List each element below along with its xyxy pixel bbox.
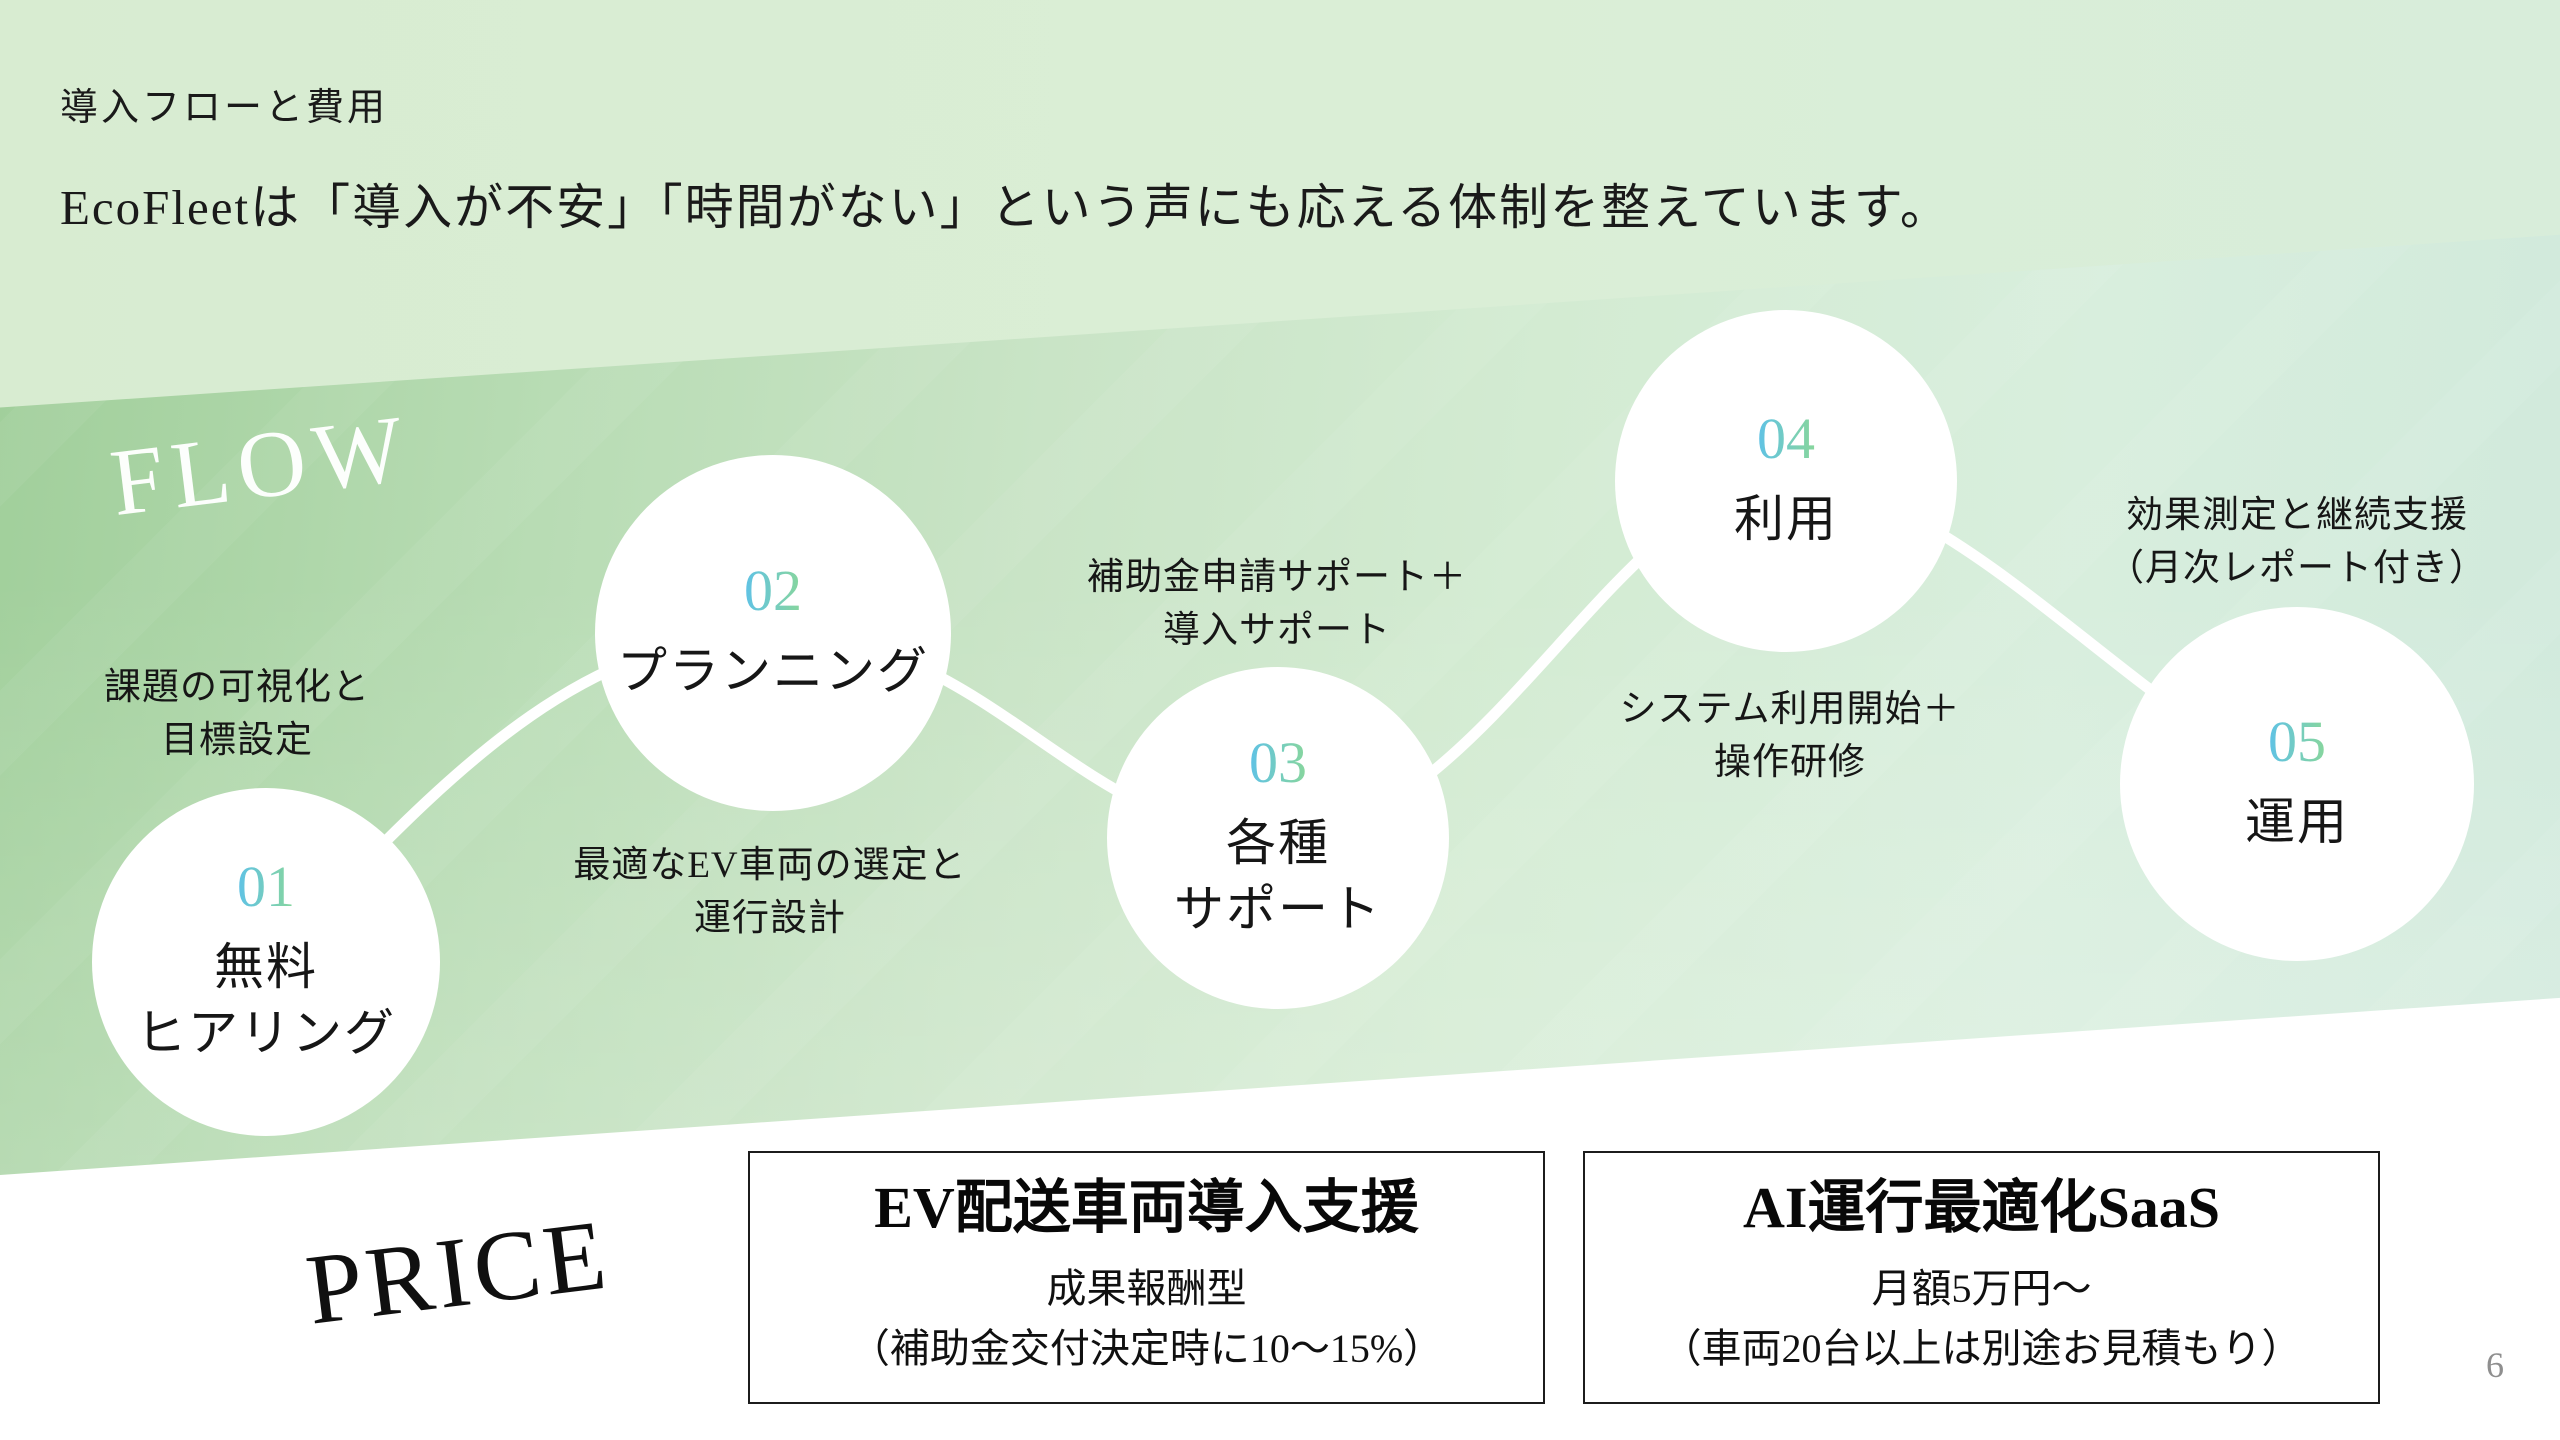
flow-step-circle-01: 01 無料 ヒアリング [92, 788, 440, 1136]
step-title: 運用 [2245, 794, 2349, 850]
step-title: 各種 サポート [1174, 815, 1382, 937]
step-title: プランニング [617, 643, 929, 699]
step-number: 03 [1249, 730, 1307, 795]
price-card-ai-saas: AI運行最適化SaaS 月額5万円～ （車両20台以上は別途お見積もり） [1583, 1151, 2380, 1404]
flow-step-circle-05: 05 運用 [2120, 607, 2474, 961]
flow-step-circle-03: 03 各種 サポート [1107, 667, 1449, 1009]
step-note-03: 補助金申請サポート＋ 導入サポート [1087, 557, 1467, 651]
price-card-line: 月額5万円～ [1871, 1266, 2092, 1312]
step-number: 01 [237, 854, 295, 919]
slide-headline: EcoFleetは「導入が不安」「時間がない」という声にも応える体制を整えていま… [60, 180, 1951, 235]
price-card-line: 成果報酬型 [1046, 1266, 1247, 1312]
step-note-01: 課題の可視化と 目標設定 [104, 667, 370, 761]
step-note-02: 最適なEV車両の選定と 運行設計 [573, 845, 967, 939]
step-title: 利用 [1734, 491, 1838, 547]
flow-step-circle-02: 02 プランニング [595, 455, 951, 811]
step-title: 無料 ヒアリング [136, 939, 396, 1061]
price-card-title: EV配送車両導入支援 [874, 1174, 1419, 1240]
step-note-05: 効果測定と継続支援 （月次レポート付き） [2107, 495, 2487, 589]
step-number: 05 [2268, 709, 2326, 774]
slide-kicker: 導入フローと費用 [60, 87, 389, 129]
price-card-line: （補助金交付決定時に10～15%） [849, 1326, 1444, 1372]
price-card-ev-support: EV配送車両導入支援 成果報酬型 （補助金交付決定時に10～15%） [748, 1151, 1545, 1404]
step-note-04: システム利用開始＋ 操作研修 [1619, 689, 1961, 783]
step-number: 04 [1757, 406, 1815, 471]
price-card-line: （車両20台以上は別途お見積もり） [1661, 1326, 2302, 1372]
step-number: 02 [744, 558, 802, 623]
flow-step-circle-04: 04 利用 [1615, 310, 1957, 652]
price-card-title: AI運行最適化SaaS [1743, 1174, 2220, 1240]
page-number: 6 [2486, 1345, 2504, 1385]
